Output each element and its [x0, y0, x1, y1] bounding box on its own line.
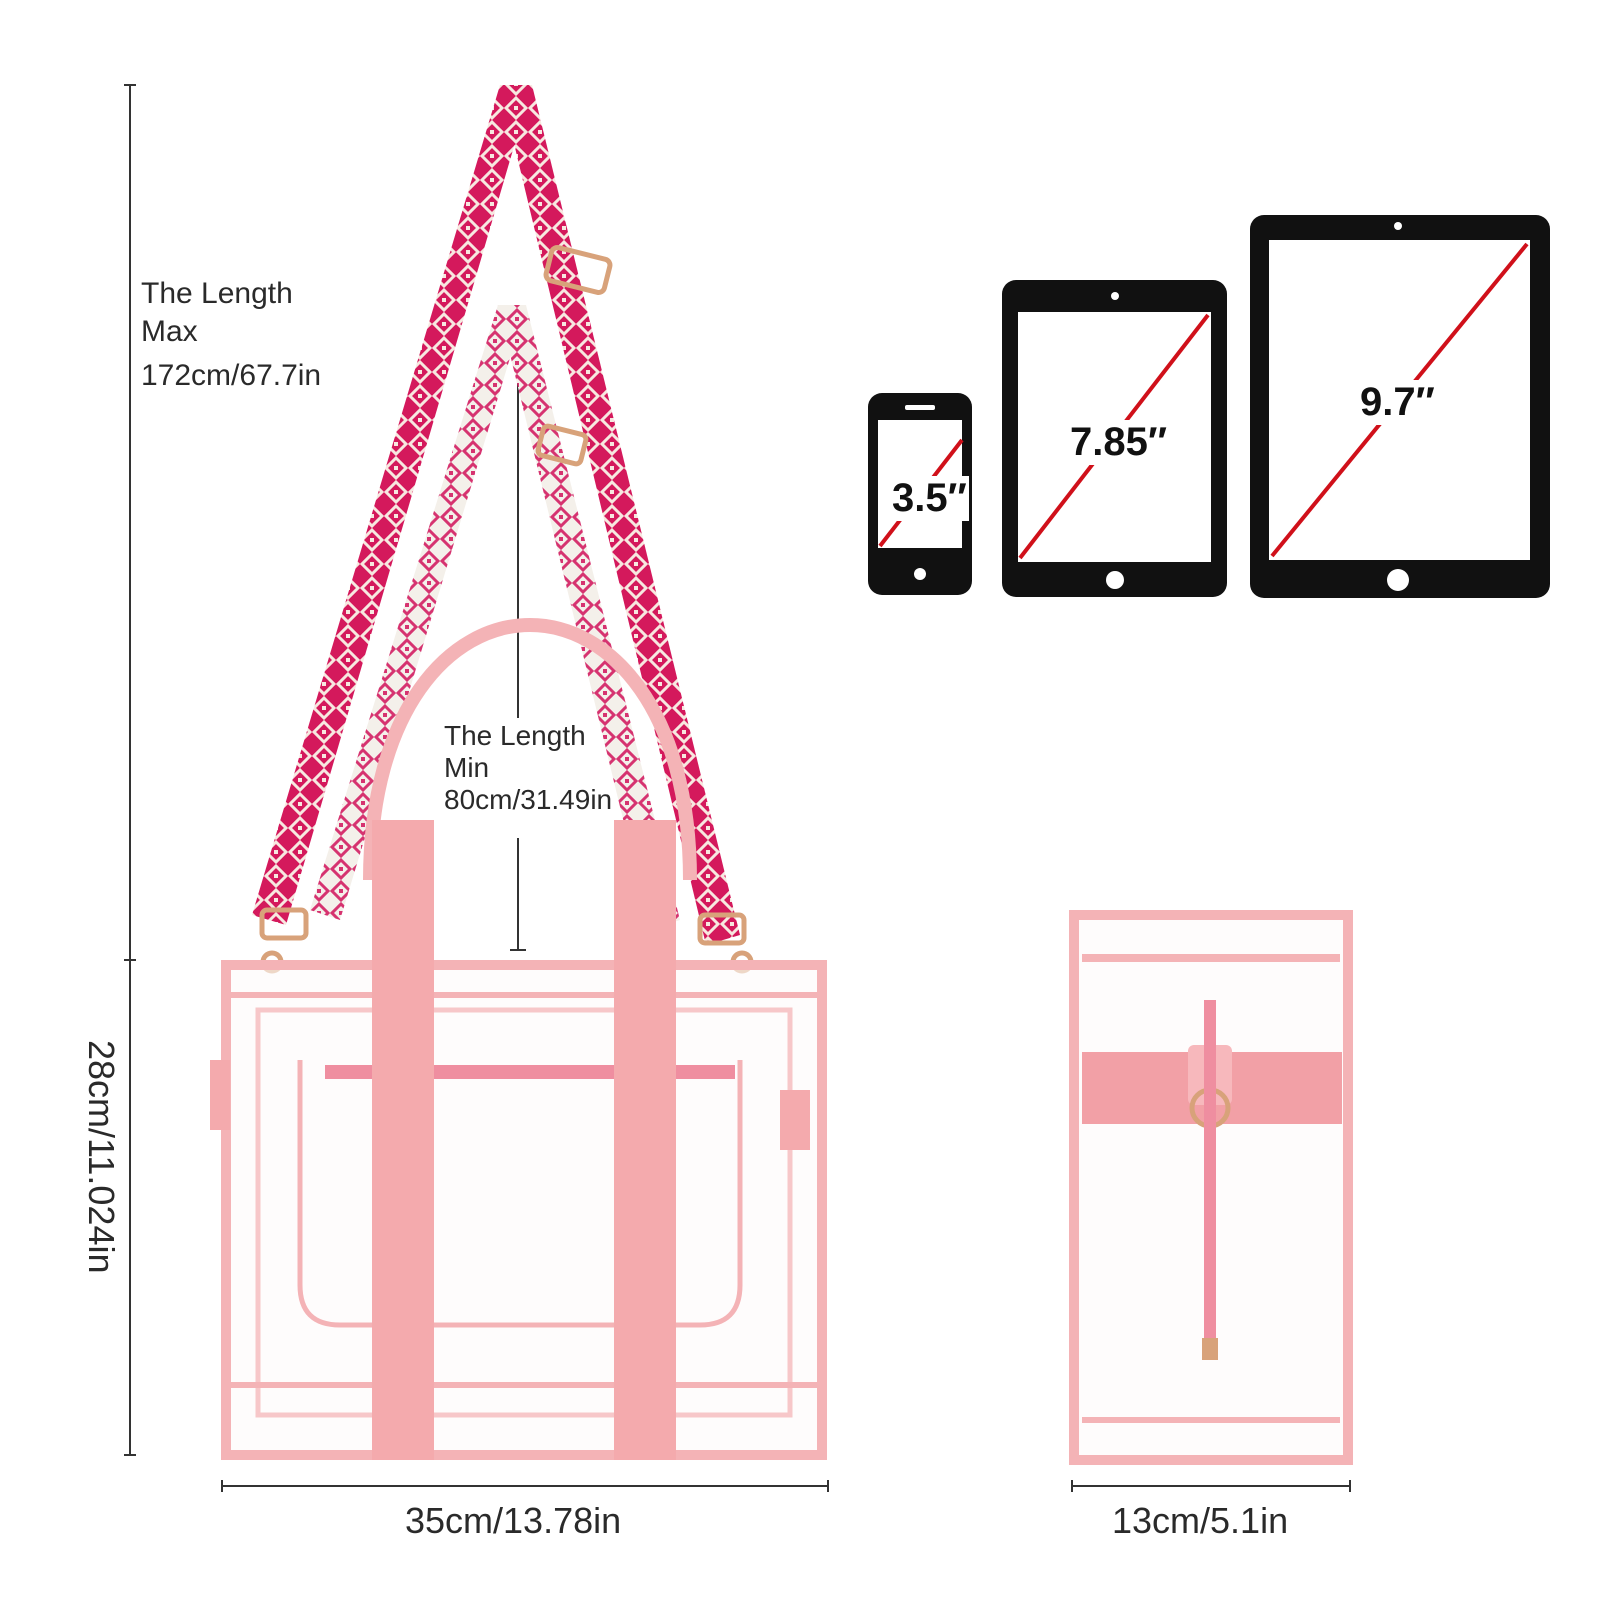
shoulder-strap-min [310, 305, 680, 930]
strap-min-label: The Length Min 80cm/31.49in [444, 720, 612, 816]
strap-min-line1: The Length [444, 720, 586, 751]
tablet-small-size-label: 7.85″ [1068, 420, 1170, 465]
tablet-large-size-label: 9.7″ [1358, 380, 1437, 425]
tote-bag-side [1069, 910, 1353, 1465]
width-dimension-line [221, 1480, 829, 1492]
strap-min-value: 80cm/31.49in [444, 784, 613, 815]
strap-max-line2: Max [141, 315, 198, 348]
depth-dimension-label: 13cm/5.1in [1112, 1500, 1289, 1541]
width-dimension-label: 35cm/13.78in [405, 1500, 622, 1541]
min-strap-dimension-line [510, 372, 526, 951]
depth-dimension-line [1071, 1480, 1351, 1492]
tote-bag-front [210, 618, 827, 1460]
phone-size-label: 3.5″ [890, 476, 969, 521]
strap-max-label: The Length Max 172cm/67.7in [141, 275, 321, 395]
height-dimension-line [124, 84, 136, 1456]
height-dimension-label: 28cm/11.024in [81, 1040, 122, 1274]
strap-min-line2: Min [444, 752, 490, 783]
strap-max-value: 172cm/67.7in [141, 359, 322, 392]
strap-max-line1: The Length [141, 277, 293, 310]
shoulder-strap-max [252, 85, 740, 945]
